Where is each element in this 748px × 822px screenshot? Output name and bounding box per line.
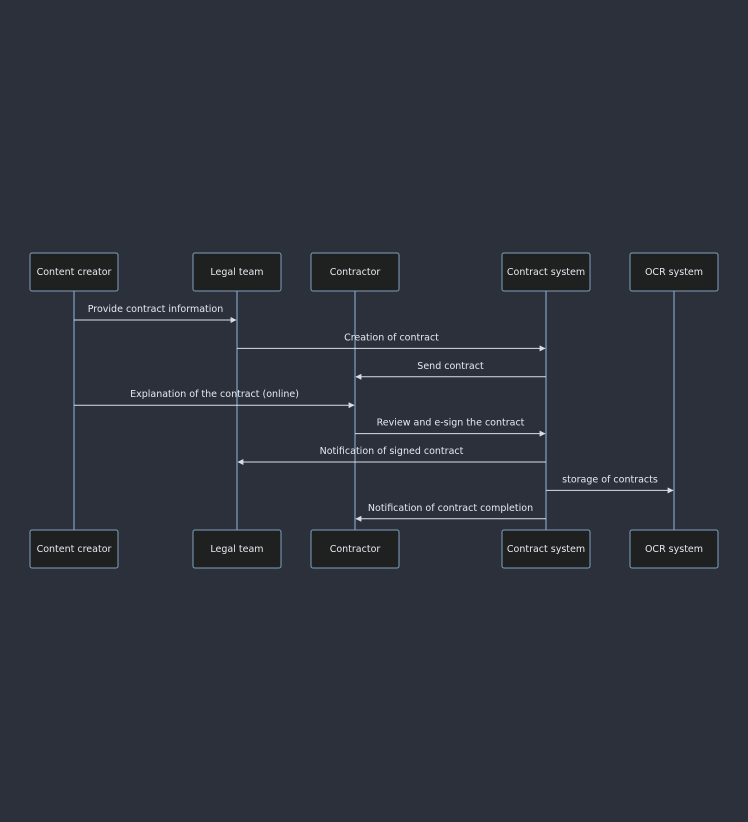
actor-label: Legal team — [210, 267, 263, 278]
message-label: storage of contracts — [562, 474, 658, 485]
actor-box — [629, 252, 719, 292]
actor-label: Legal team — [210, 544, 263, 555]
actor-label: Contractor — [330, 267, 381, 278]
message-3: Send contract — [355, 361, 546, 380]
message-label: Provide contract information — [88, 304, 224, 315]
message-4: Explanation of the contract (online) — [74, 389, 355, 409]
actor-label: Content creator — [37, 267, 112, 278]
actor-legal-team-top: Legal team — [192, 252, 282, 292]
message-label: Review and e-sign the contract — [377, 418, 525, 429]
actor-box — [310, 529, 400, 569]
message-1: Provide contract information — [74, 304, 237, 323]
actor-contract-system-bottom: Contract system — [501, 529, 591, 569]
actor-ocr-system-bottom: OCR system — [629, 529, 719, 569]
actor-label: Contract system — [507, 544, 585, 555]
message-label: Notification of signed contract — [320, 446, 464, 457]
actor-label: Contractor — [330, 544, 381, 555]
actor-box — [501, 529, 591, 569]
actor-box — [629, 529, 719, 569]
actor-contractor-top: Contractor — [310, 252, 400, 292]
actor-box — [29, 252, 119, 292]
message-7: storage of contracts — [546, 474, 674, 494]
actors-bottom: Content creator Legal team Contractor Contr… — [29, 529, 719, 569]
actor-box — [501, 252, 591, 292]
actor-content-creator-top: Content creator — [29, 252, 119, 292]
actor-content-creator-bottom: Content creator — [29, 529, 119, 569]
actor-box — [192, 529, 282, 569]
message-6: Notification of signed contract — [237, 446, 546, 465]
actor-label: OCR system — [645, 267, 703, 278]
message-5: Review and e-sign the contract — [355, 418, 546, 437]
actor-box — [29, 529, 119, 569]
actor-box — [192, 252, 282, 292]
actor-label: OCR system — [645, 544, 703, 555]
message-2: Creation of contract — [237, 332, 546, 352]
actor-contract-system-top: Contract system — [501, 252, 591, 292]
actor-label: Content creator — [37, 544, 112, 555]
actor-box — [310, 252, 400, 292]
message-label: Send contract — [417, 361, 484, 372]
actor-contractor-bottom: Contractor — [310, 529, 400, 569]
message-label: Creation of contract — [344, 332, 439, 343]
actor-legal-team-bottom: Legal team — [192, 529, 282, 569]
actor-ocr-system-top: OCR system — [629, 252, 719, 292]
actor-label: Contract system — [507, 267, 585, 278]
actors-top: Content creator Legal team Contractor Contr… — [29, 252, 719, 292]
message-8: Notification of contract completion — [355, 503, 546, 522]
message-label: Notification of contract completion — [368, 503, 533, 514]
message-label: Explanation of the contract (online) — [130, 389, 299, 400]
lifelines — [73, 291, 675, 530]
